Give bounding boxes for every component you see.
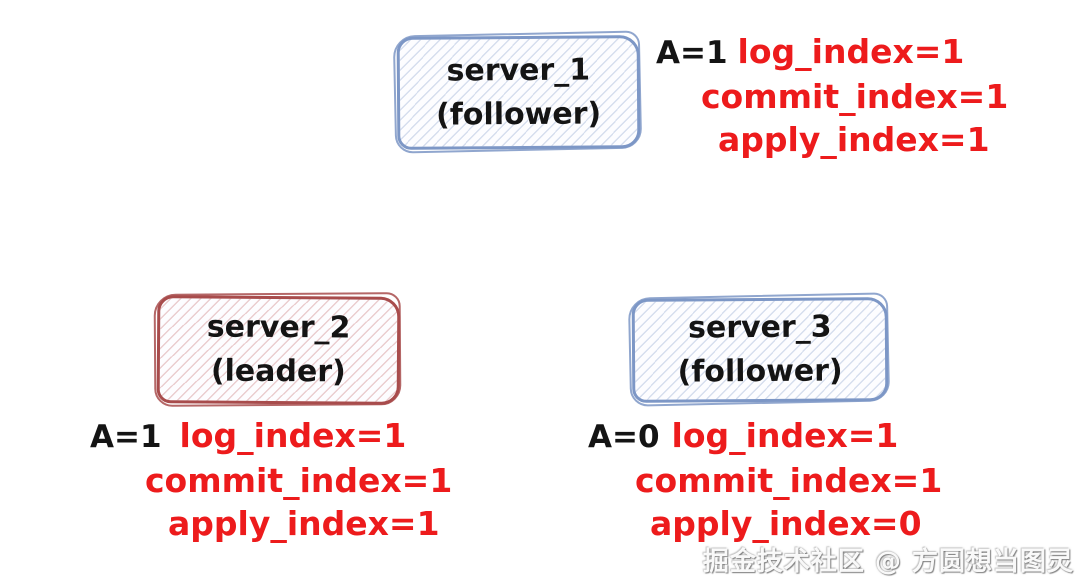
server-1-a-value: A=1: [656, 35, 728, 71]
server-3-state-line-1: A=0 log_index=1: [588, 414, 942, 459]
server-1-commit-index: commit_index=1: [701, 77, 1009, 116]
watermark: 掘金技术社区 @ 方圆想当图灵: [702, 547, 1074, 577]
server-1-box: server_1 (follower): [396, 35, 641, 150]
server-3-apply-index: apply_index=0: [650, 504, 922, 543]
server-2-state: A=1 log_index=1 commit_index=1 apply_ind…: [90, 414, 452, 545]
server-3-log-index: log_index=1: [671, 416, 899, 455]
server-1-log-index: log_index=1: [737, 32, 965, 71]
server-1-name: server_1: [446, 51, 591, 89]
server-1-state-line-1: A=1 log_index=1: [656, 30, 1008, 75]
server-1-apply-index: apply_index=1: [718, 120, 990, 159]
server-3-a-value: A=0: [588, 419, 660, 455]
server-2-a-value: A=1: [90, 419, 162, 455]
server-2-apply-index: apply_index=1: [168, 504, 440, 543]
server-2-box: server_2 (leader): [156, 295, 401, 405]
server-3-role: (follower): [677, 353, 843, 390]
server-1-state: A=1 log_index=1 commit_index=1 apply_ind…: [656, 30, 1008, 161]
server-3-commit-index: commit_index=1: [635, 461, 943, 500]
server-3-name: server_3: [687, 309, 832, 346]
server-2-role: (leader): [210, 353, 346, 390]
server-3-box: server_3 (follower): [631, 297, 889, 403]
server-2-name: server_2: [206, 309, 351, 346]
server-2-commit-index: commit_index=1: [145, 461, 453, 500]
server-3-state: A=0 log_index=1 commit_index=1 apply_ind…: [588, 414, 942, 545]
server-2-state-line-1: A=1 log_index=1: [90, 414, 452, 459]
server-2-log-index: log_index=1: [179, 416, 407, 455]
server-1-role: (follower): [435, 95, 602, 133]
